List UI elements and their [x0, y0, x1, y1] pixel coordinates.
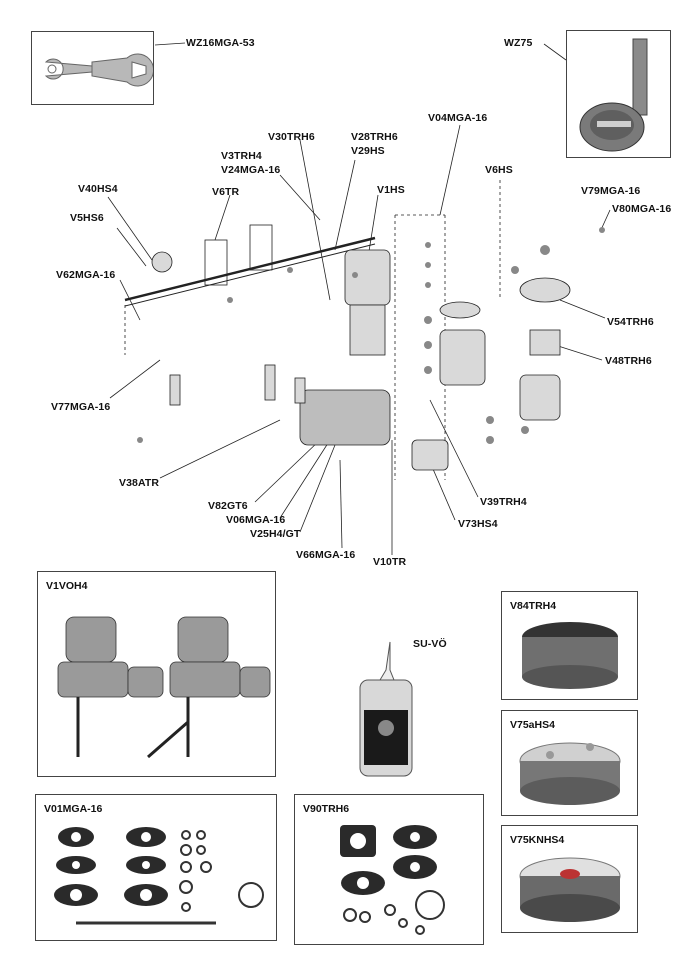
twin-carburettor-image — [57, 616, 271, 759]
v90trh6-gasket-kit-image — [340, 825, 445, 935]
v01mga16-panel: V01MGA-16 — [35, 794, 277, 941]
label-v10tr: V10TR — [373, 556, 407, 568]
v01mga16-gasket-kit-image — [54, 827, 264, 925]
v84trh4-panel: V84TRH4 — [501, 591, 638, 700]
v75knhs4-label: V75KNHS4 — [510, 834, 565, 846]
label-v38atr: V38ATR — [119, 477, 160, 489]
label-v06mga-16: V06MGA-16 — [226, 514, 286, 526]
label-v82gt6: V82GT6 — [208, 500, 248, 512]
label-v28trh6: V28TRH6 — [351, 131, 398, 143]
label-v25h4-gt: V25H4/GT — [250, 528, 301, 540]
label-v1hs: V1HS — [377, 184, 405, 196]
su-vo-oil-bottle-image — [359, 641, 413, 777]
wz75-tool-box — [566, 30, 671, 158]
spanner-box — [31, 31, 155, 105]
label-su-vo: SU-VÖ — [413, 638, 447, 650]
label-v73hs4: V73HS4 — [458, 518, 498, 530]
label-v54trh6: V54TRH6 — [607, 316, 654, 328]
v75ahs4-panel: V75aHS4 — [501, 710, 638, 816]
v84trh4-label: V84TRH4 — [510, 600, 557, 612]
label-v5hs6: V5HS6 — [70, 212, 104, 224]
v01mga16-label: V01MGA-16 — [44, 803, 103, 815]
v75ahs4-air-filter-image — [519, 742, 621, 805]
label-v6tr: V6TR — [212, 186, 240, 198]
v90trh6-label: V90TRH6 — [303, 803, 350, 815]
spanner-wrench-image — [44, 53, 155, 87]
label-wz75: WZ75 — [504, 37, 533, 49]
v1voh4-panel: V1VOH4 — [37, 571, 276, 777]
label-v39trh4: V39TRH4 — [480, 496, 527, 508]
exploded-carburettor-diagram — [107, 42, 611, 555]
v75knhs4-air-filter-image — [519, 857, 621, 922]
label-v04mga-16: V04MGA-16 — [428, 112, 488, 124]
v90trh6-panel: V90TRH6 — [294, 794, 484, 945]
label-v3trh4: V3TRH4 — [221, 150, 262, 162]
label-v24mga-16: V24MGA-16 — [221, 164, 281, 176]
label-v66mga-16: V66MGA-16 — [296, 549, 356, 561]
label-v62mga-16: V62MGA-16 — [56, 269, 116, 281]
v84trh4-air-filter-image — [522, 622, 618, 689]
v75ahs4-label: V75aHS4 — [510, 719, 555, 731]
v1voh4-label: V1VOH4 — [46, 580, 88, 592]
label-v77mga-16: V77MGA-16 — [51, 401, 111, 413]
v75knhs4-panel: V75KNHS4 — [501, 825, 638, 933]
label-v40hs4: V40HS4 — [78, 183, 118, 195]
label-v30trh6: V30TRH6 — [268, 131, 315, 143]
label-v79mga-16: V79MGA-16 — [581, 185, 641, 197]
wz75-tool-image — [579, 38, 648, 152]
label-v29hs: V29HS — [351, 145, 385, 157]
label-v80mga-16: V80MGA-16 — [612, 203, 672, 215]
label-v6hs: V6HS — [485, 164, 513, 176]
label-wz16mga-53: WZ16MGA-53 — [186, 37, 255, 49]
label-v48trh6: V48TRH6 — [605, 355, 652, 367]
